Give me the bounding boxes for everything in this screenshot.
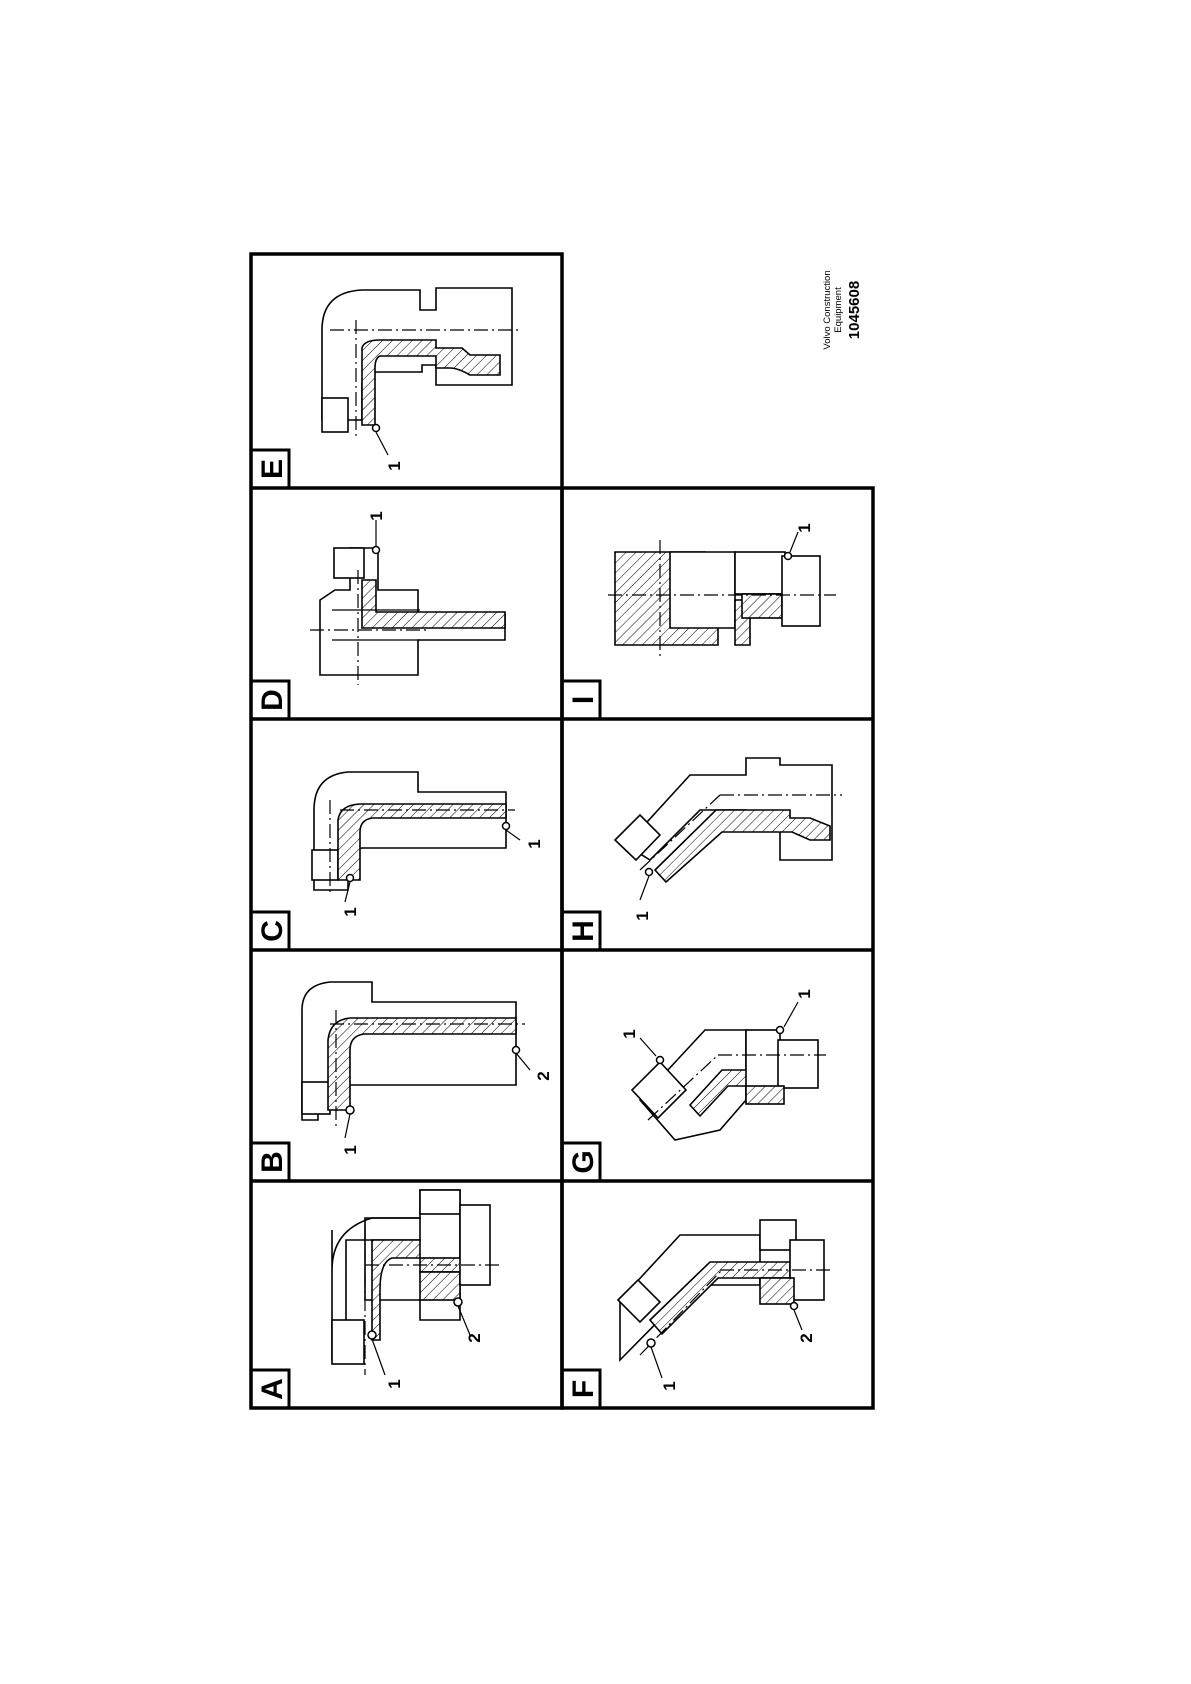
panel-label-c: C (256, 920, 289, 942)
fitting-g-drawing: 1 1 (620, 989, 826, 1141)
credit-line-1: Volvo Construction (822, 270, 833, 349)
credit-block: Volvo Construction Equipment 1045608 (822, 270, 863, 349)
callout-a-1: 1 (385, 1379, 404, 1388)
callout-g-1b: 1 (795, 989, 814, 998)
callout-f-2: 2 (797, 1333, 816, 1342)
fitting-c-drawing: 1 1 (311, 771, 544, 917)
callout-d-1: 1 (367, 511, 386, 520)
fitting-h-drawing: 1 (613, 757, 842, 921)
fitting-i-drawing: 1 (608, 523, 836, 660)
callout-b-2: 2 (534, 1071, 553, 1080)
panel-label-h: H (567, 920, 600, 942)
credit-number: 1045608 (846, 281, 863, 339)
callout-b-1: 1 (341, 1145, 360, 1154)
fitting-b-drawing: 1 2 (301, 981, 553, 1155)
panel-label-a: A (256, 1378, 289, 1400)
callout-i-1: 1 (795, 523, 814, 532)
credit-line-2: Equipment (833, 287, 844, 333)
panel-labels: A B C D E F G H I (249, 448, 602, 1410)
callout-c-1a: 1 (341, 907, 360, 916)
panel-label-f: F (567, 1380, 600, 1398)
fitting-d-drawing: 1 (310, 511, 506, 685)
panel-label-e: E (256, 459, 289, 479)
callout-f-1: 1 (660, 1381, 679, 1390)
callout-a-2: 2 (465, 1333, 484, 1342)
fitting-a-drawing: 1 2 (331, 1189, 500, 1389)
callout-g-1a: 1 (620, 1029, 639, 1038)
callout-e-1: 1 (385, 461, 404, 470)
panel-label-b: B (256, 1151, 289, 1173)
fitting-f-drawing: 1 2 (616, 1219, 830, 1391)
panel-label-d: D (256, 689, 289, 711)
panel-label-i: I (567, 696, 600, 704)
callout-c-1b: 1 (525, 839, 544, 848)
callout-h-1: 1 (633, 911, 652, 920)
fitting-e-drawing: 1 (321, 287, 520, 471)
panel-label-g: G (567, 1150, 600, 1173)
